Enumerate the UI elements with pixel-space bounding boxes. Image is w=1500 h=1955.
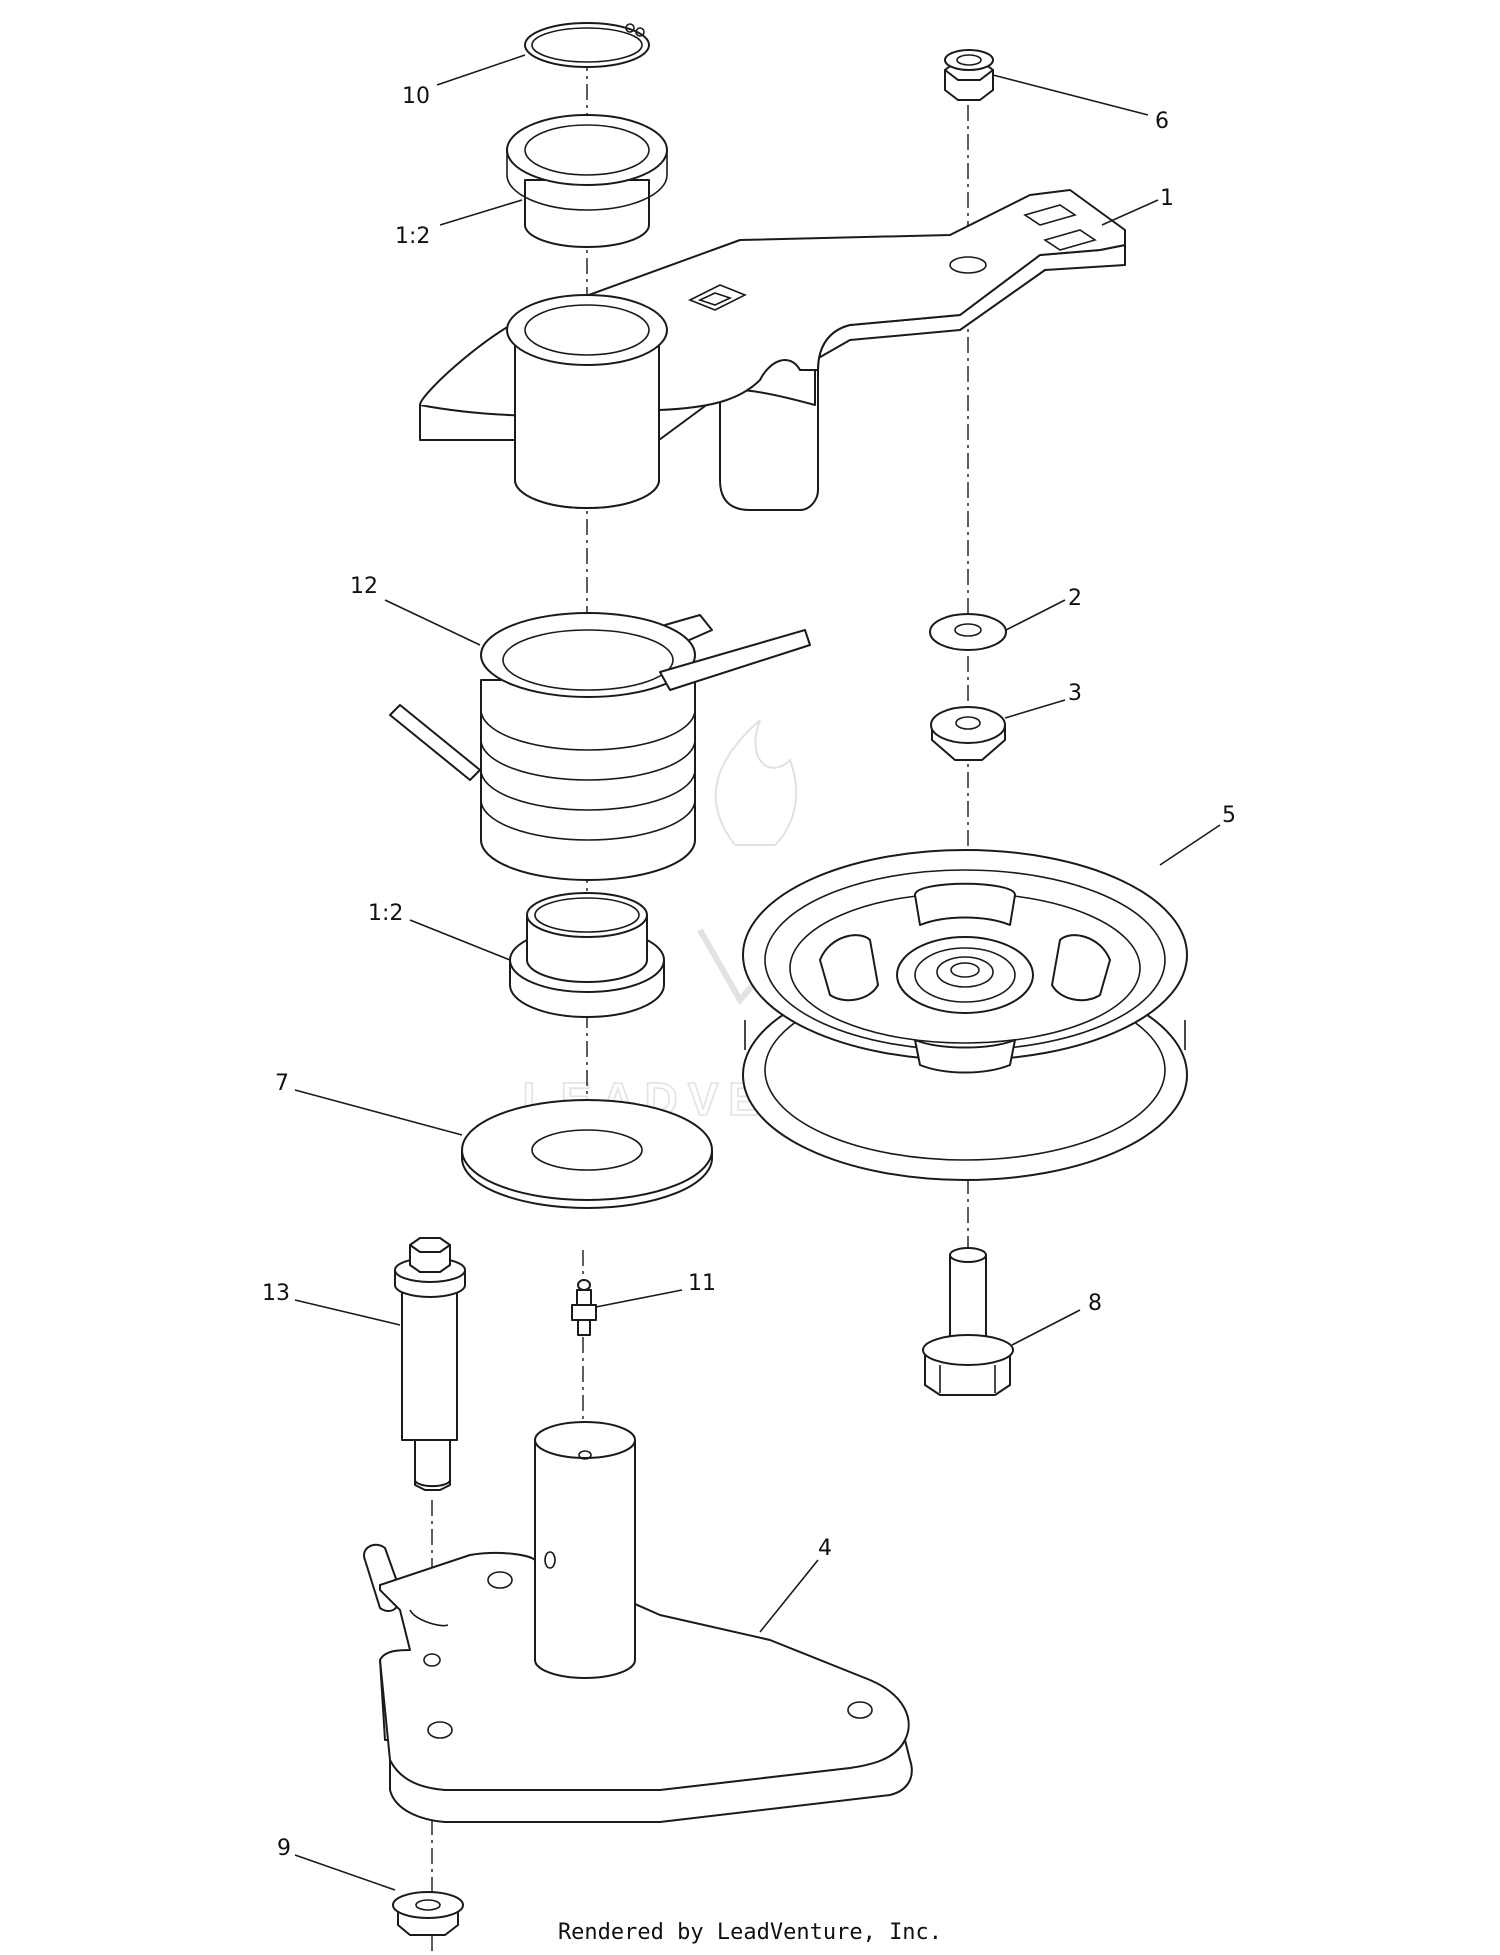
callout-2: 2 <box>1068 586 1082 611</box>
pivot-bolt-part <box>394 1237 466 1491</box>
flange-nut-part <box>392 1891 464 1936</box>
callout-4: 4 <box>818 1536 832 1561</box>
flange-bushing-top-part <box>506 114 668 248</box>
callout-5: 5 <box>1222 803 1236 828</box>
flange-bushing-bottom-part <box>509 892 665 1018</box>
spacer-part <box>930 706 1006 761</box>
callout-1: 1 <box>1160 186 1174 211</box>
footer-credit: Rendered by LeadVenture, Inc. <box>557 1920 943 1945</box>
idler-pulley-part <box>742 849 1188 1181</box>
callout-8: 8 <box>1088 1291 1102 1316</box>
idler-arm-part <box>419 189 1126 511</box>
callout-labels: 10 1:2 6 1 12 2 3 5 1:2 7 13 11 8 4 9 <box>262 84 1236 1861</box>
retaining-ring-part <box>524 22 650 68</box>
callout-13: 13 <box>262 1281 290 1306</box>
grease-fitting-part <box>571 1279 597 1336</box>
callout-3: 3 <box>1068 681 1082 706</box>
callout-11: 11 <box>688 1271 716 1296</box>
torsion-spring-part <box>389 612 811 881</box>
lock-nut-part <box>944 49 994 101</box>
leader-lines <box>294 54 1221 1891</box>
thrust-washer-part <box>461 1099 713 1209</box>
shoulder-bolt-part <box>922 1247 1014 1396</box>
callout-7: 7 <box>275 1071 289 1096</box>
callout-10: 10 <box>402 84 430 109</box>
callout-12: 12 <box>350 574 378 599</box>
callout-1-2-top: 1:2 <box>395 224 430 249</box>
idler-mount-plate-part <box>363 1421 913 1823</box>
callout-6: 6 <box>1155 109 1169 134</box>
callout-9: 9 <box>277 1836 291 1861</box>
callout-1-2-bottom: 1:2 <box>368 901 403 926</box>
washer-part <box>929 613 1007 651</box>
